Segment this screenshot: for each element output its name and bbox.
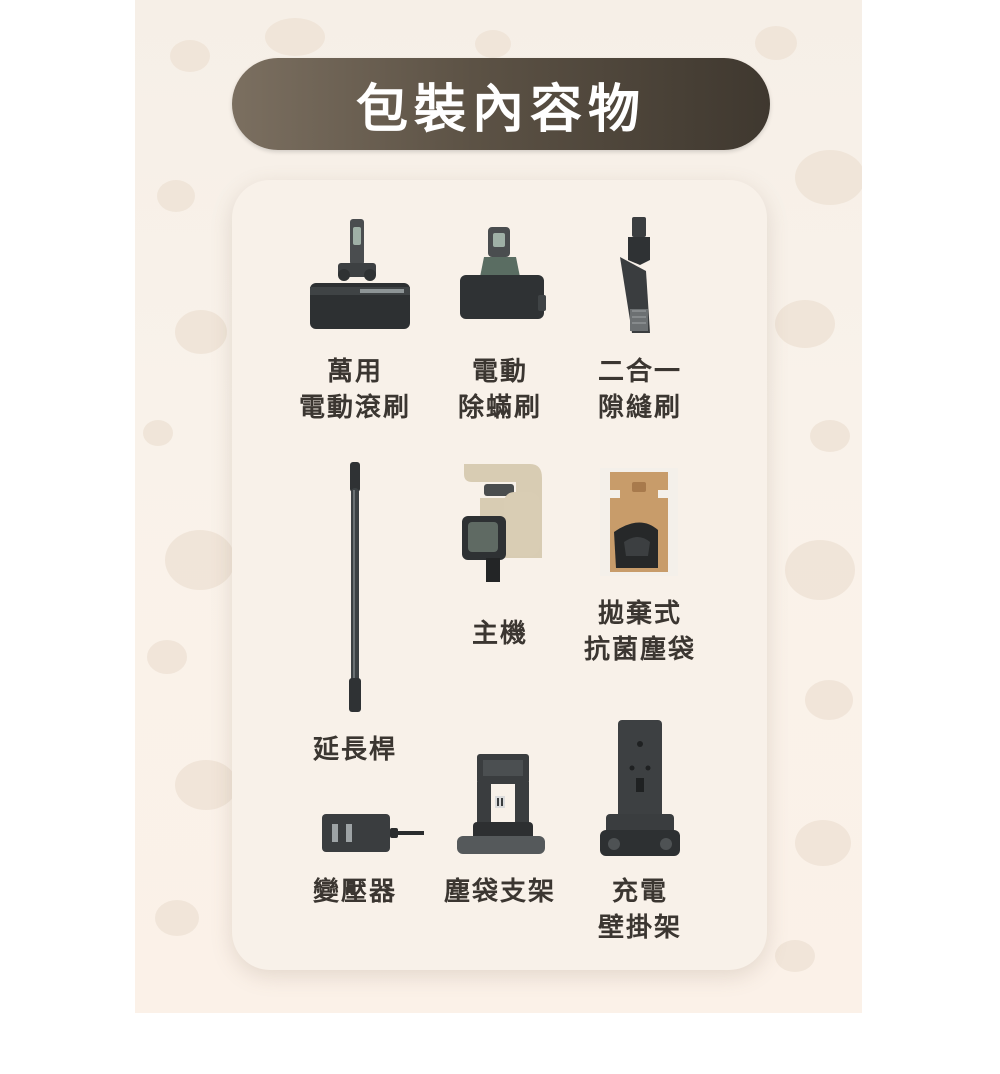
main-unit-label: 主機 xyxy=(471,619,528,649)
mite-brush-label: 電動 除蟎刷 xyxy=(457,357,542,423)
charging-wall-mount-icon xyxy=(600,720,680,856)
adapter-item xyxy=(320,810,424,856)
extension-wand-label: 延長桿 xyxy=(312,735,397,765)
dust-bag-label: 拋棄式 抗菌塵袋 xyxy=(583,599,696,665)
header-banner: 包裝內容物 xyxy=(232,58,770,150)
crevice-tool-item xyxy=(610,215,670,335)
floor-brush-label: 萬用 電動滾刷 xyxy=(298,357,411,423)
vacuum-main-unit-icon xyxy=(462,464,542,582)
main-unit-item xyxy=(458,458,548,583)
adapter-label: 變壓器 xyxy=(312,877,397,907)
dust-bag-item xyxy=(600,468,678,576)
extension-wand-icon xyxy=(349,462,361,712)
bag-holder-item xyxy=(455,752,547,856)
mite-brush-item xyxy=(450,225,550,325)
crevice-tool-label: 二合一 隙縫刷 xyxy=(597,357,682,423)
dust-bag-icon xyxy=(600,468,678,576)
floor-brush-item xyxy=(300,215,420,335)
crevice-tool-icon xyxy=(620,217,650,333)
wall-mount-label: 充電 壁掛架 xyxy=(597,877,682,943)
page-title: 包裝內容物 xyxy=(355,79,646,140)
wall-mount-item xyxy=(598,718,682,858)
power-adapter-icon xyxy=(322,814,424,852)
bag-holder-label: 塵袋支架 xyxy=(443,877,556,907)
mini-motorized-brush-icon xyxy=(460,227,546,319)
motorized-floor-brush-icon xyxy=(310,219,410,329)
dust-bag-holder-icon xyxy=(457,754,545,854)
extension-wand-item xyxy=(340,460,370,715)
